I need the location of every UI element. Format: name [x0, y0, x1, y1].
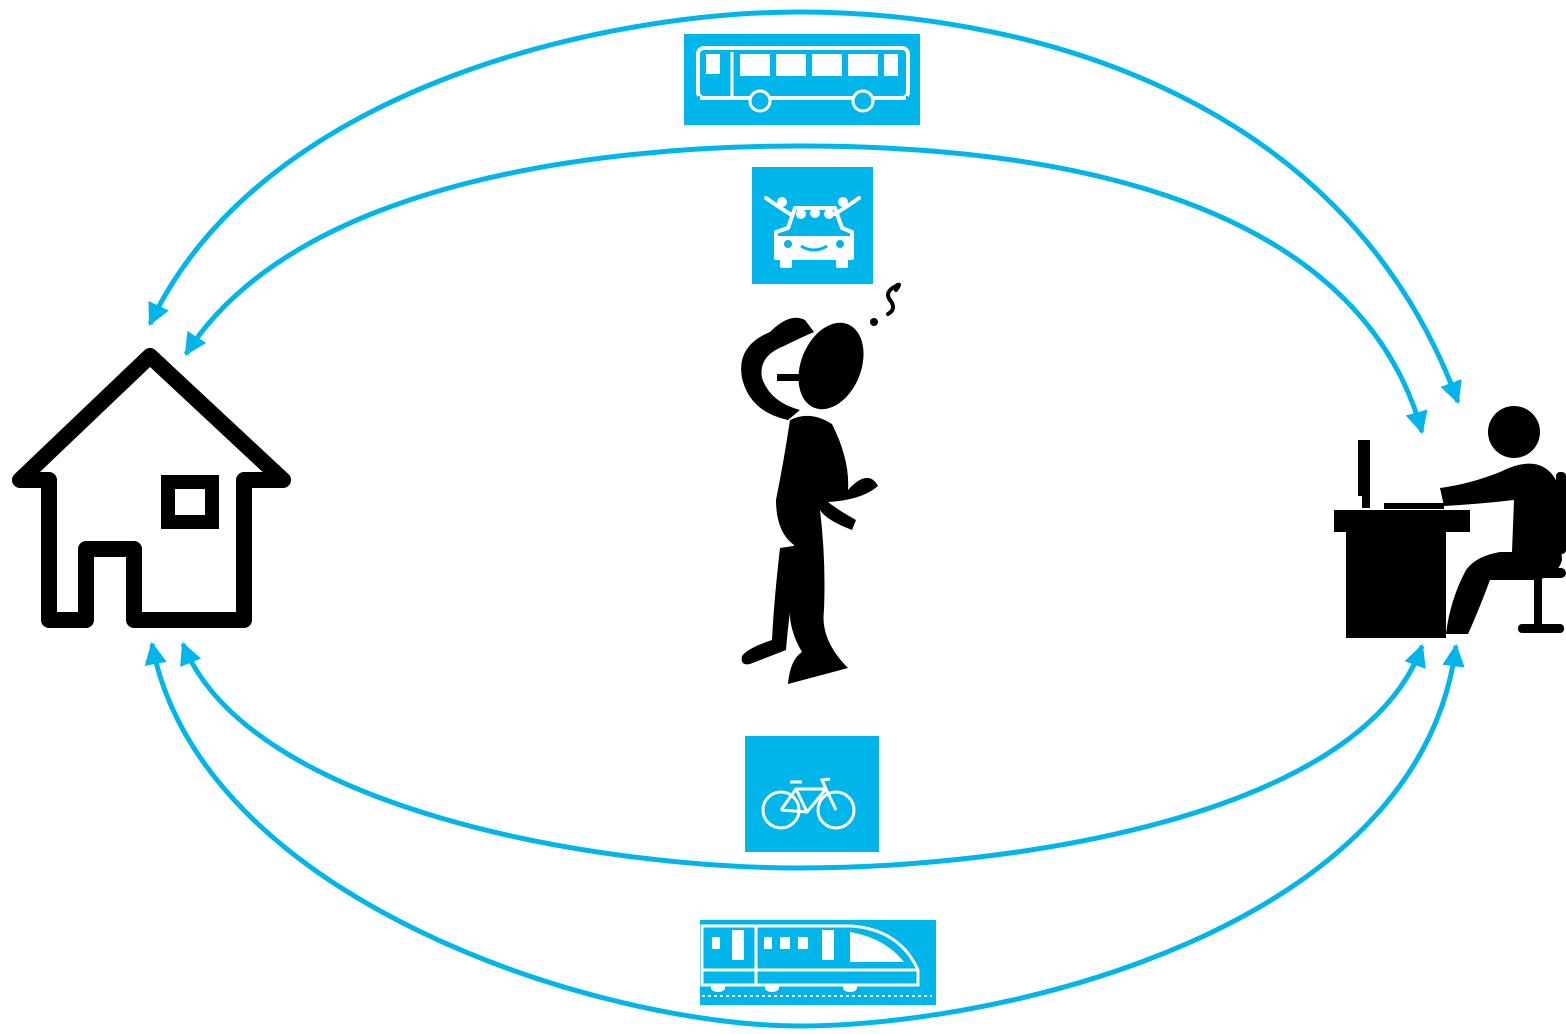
person-at-desk-icon	[1334, 406, 1566, 638]
thinking-person-icon	[741, 285, 899, 684]
bus-icon	[684, 34, 920, 125]
bicycle-icon	[745, 736, 879, 852]
train-icon	[700, 920, 936, 1005]
carpool-icon	[752, 167, 873, 284]
house-icon	[20, 356, 283, 620]
